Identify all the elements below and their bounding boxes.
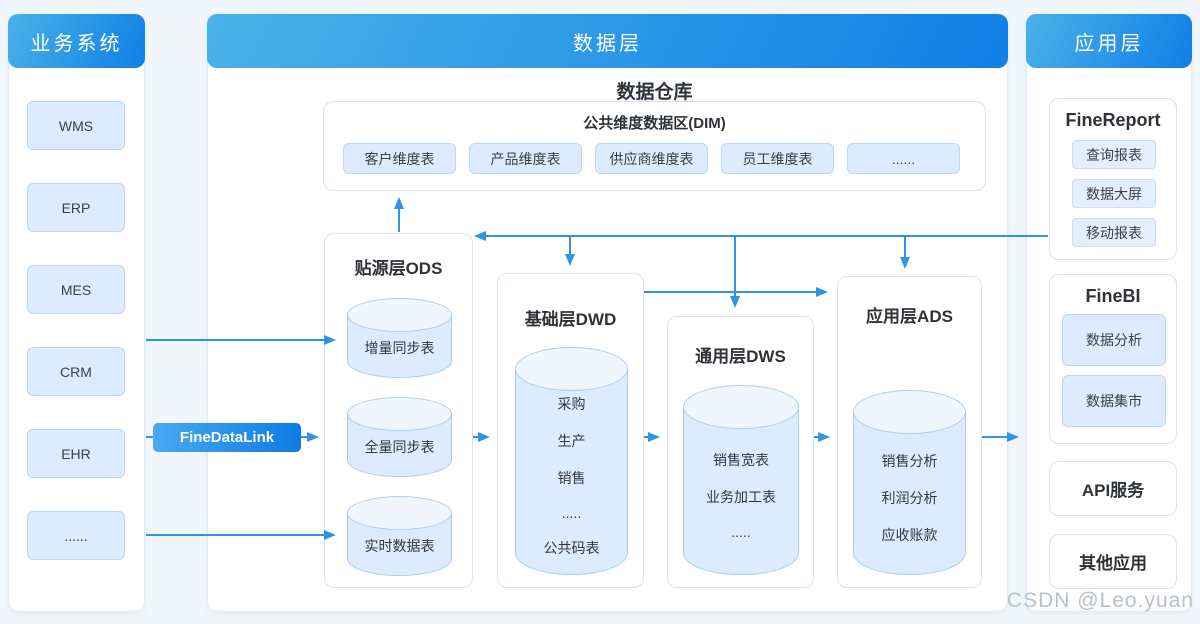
cylinder-top <box>853 390 966 434</box>
dwd-line: 采购 <box>557 396 586 412</box>
cylinder-top <box>515 347 628 391</box>
dwd-layer-title: 基础层DWD <box>524 310 617 329</box>
business-system-ehr: EHR <box>27 429 125 478</box>
dws-layer-box: 通用层DWS 销售宽表 业务加工表 ..... <box>667 316 814 588</box>
dim-zone-title: 公共维度数据区(DIM) <box>583 115 726 132</box>
dwd-line: 公共码表 <box>543 540 600 556</box>
business-system-mes: MES <box>27 265 125 314</box>
finebi-box: FineBI 数据分析 数据集市 <box>1049 274 1177 444</box>
cylinder-top <box>683 385 799 429</box>
ads-line: 销售分析 <box>881 452 938 469</box>
finereport-item-query: 查询报表 <box>1072 140 1156 169</box>
ods-layer-title: 贴源层ODS <box>354 259 443 278</box>
finebi-item-analysis: 数据分析 <box>1062 314 1166 366</box>
dwd-line: ..... <box>561 505 582 521</box>
ads-layer-title: 应用层ADS <box>866 307 953 326</box>
cylinder-body <box>683 407 799 575</box>
business-system-erp: ERP <box>27 183 125 232</box>
cylinder-top <box>347 397 452 431</box>
cylinder-label: 全量同步表 <box>364 439 435 455</box>
business-systems-header: 业务系统 <box>8 14 145 68</box>
ods-cylinder-incremental: 增量同步表 <box>347 298 452 378</box>
other-apps-box: 其他应用 <box>1049 534 1177 589</box>
dim-table-supplier: 供应商维度表 <box>595 143 708 174</box>
cylinder-body <box>853 412 966 575</box>
ads-layer-box: 应用层ADS 销售分析 利润分析 应收账款 <box>837 276 982 588</box>
dim-zone-box: 公共维度数据区(DIM) 客户维度表 产品维度表 供应商维度表 员工维度表 ..… <box>323 101 986 191</box>
dws-cylinder: 销售宽表 业务加工表 ..... <box>683 385 799 575</box>
cylinder-lines: 销售分析 利润分析 应收账款 <box>853 434 966 561</box>
finereport-box: FineReport 查询报表 数据大屏 移动报表 <box>1049 98 1177 260</box>
dws-line: 销售宽表 <box>713 452 769 468</box>
dim-table-product: 产品维度表 <box>469 143 582 174</box>
finebi-item-mart: 数据集市 <box>1062 375 1166 427</box>
application-layer-header: 应用层 <box>1026 14 1192 68</box>
business-systems-panel: 业务系统 WMS ERP MES CRM EHR ...... <box>8 14 145 612</box>
ads-line: 利润分析 <box>881 489 938 506</box>
cylinder-body <box>515 369 628 575</box>
ods-cylinder-full: 全量同步表 <box>347 397 452 477</box>
dwd-cylinder: 采购 生产 销售 ..... 公共码表 <box>515 347 628 575</box>
cylinder-lines: 采购 生产 销售 ..... 公共码表 <box>515 391 628 561</box>
data-layer-header: 数据层 <box>207 14 1008 68</box>
data-layer-panel: 数据层 数据仓库 公共维度数据区(DIM) 客户维度表 产品维度表 供应商维度表… <box>207 14 1008 612</box>
dwd-layer-box: 基础层DWD 采购 生产 销售 ..... 公共码表 <box>497 273 644 588</box>
dws-line: ..... <box>731 524 751 540</box>
business-system-crm: CRM <box>27 347 125 396</box>
finereport-title: FineReport <box>1065 110 1161 130</box>
finebi-title: FineBI <box>1085 286 1141 306</box>
ads-line: 应收账款 <box>881 526 938 543</box>
watermark: CSDN @Leo.yuan <box>1006 589 1194 612</box>
ads-cylinder: 销售分析 利润分析 应收账款 <box>853 390 966 575</box>
application-layer-panel: 应用层 FineReport 查询报表 数据大屏 移动报表 FineBI 数据分… <box>1026 14 1192 612</box>
cylinder-label: 实时数据表 <box>364 538 435 554</box>
cylinder-label: 增量同步表 <box>364 340 435 356</box>
data-warehouse-title: 数据仓库 <box>616 82 693 103</box>
dwd-line: 销售 <box>557 470 586 486</box>
ods-cylinder-realtime: 实时数据表 <box>347 496 452 576</box>
finereport-item-dashboard: 数据大屏 <box>1072 179 1156 208</box>
dws-layer-title: 通用层DWS <box>695 347 786 366</box>
cylinder-lines: 销售宽表 业务加工表 ..... <box>683 429 799 561</box>
cylinder-top <box>347 496 452 530</box>
api-service-box: API服务 <box>1049 461 1177 516</box>
ods-layer-box: 贴源层ODS 增量同步表 全量同步表 实时数据表 <box>324 233 473 588</box>
dws-line: 业务加工表 <box>706 489 776 505</box>
dim-table-more: ...... <box>847 143 960 174</box>
business-system-wms: WMS <box>27 101 125 150</box>
finereport-item-mobile: 移动报表 <box>1072 218 1156 247</box>
business-system-more: ...... <box>27 511 125 560</box>
finedatalink-badge: FineDataLink <box>153 423 301 452</box>
dim-table-customer: 客户维度表 <box>343 143 456 174</box>
cylinder-top <box>347 298 452 332</box>
dwd-line: 生产 <box>557 433 586 449</box>
dim-table-employee: 员工维度表 <box>721 143 834 174</box>
